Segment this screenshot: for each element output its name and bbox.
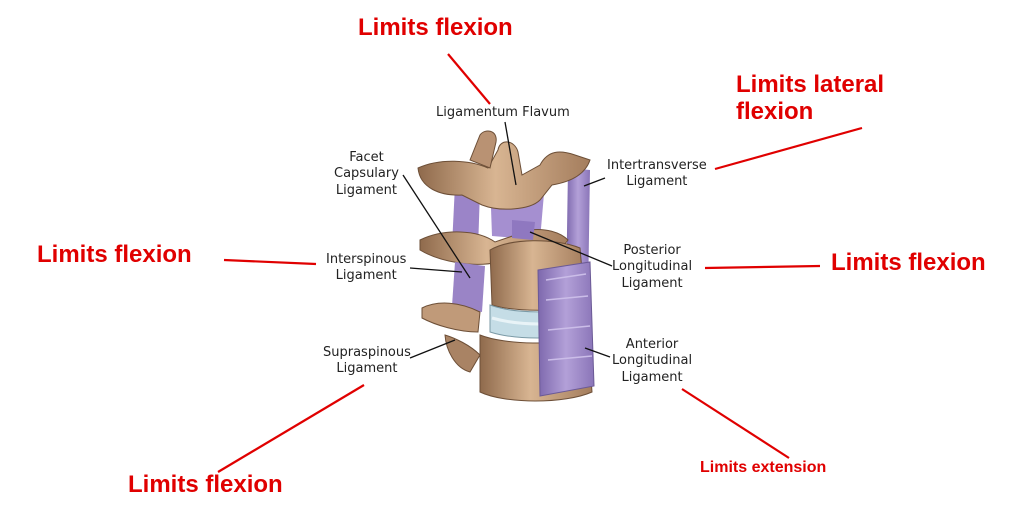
annotation-limits-flexion-bottom-left: Limits flexion: [128, 471, 283, 498]
label-anterior-longitudinal-ligament: Anterior Longitudinal Ligament: [612, 337, 693, 385]
ligament-leader-lines: [402, 121, 613, 359]
annotation-limits-flexion-right: Limits flexion: [831, 249, 986, 276]
label-facet-capsular-ligament: Facet Capsulary Ligament: [334, 150, 399, 198]
label-posterior-longitudinal-ligament: Posterior Longitudinal Ligament: [612, 243, 693, 291]
annotation-line-2: flexion: [736, 97, 814, 125]
vertebrae-illustration: [417, 130, 595, 402]
upper-vertebra: [417, 141, 591, 210]
label-supraspinous-ligament: Supraspinous Ligament: [323, 345, 411, 377]
label-ligamentum-flavum: Ligamentum Flavum: [436, 105, 570, 120]
annotation-limits-extension: Limits extension: [700, 459, 827, 476]
annotation-line-1: Limits lateral: [736, 71, 885, 98]
annotation-limits-flexion-left: Limits flexion: [37, 241, 192, 268]
annotation-limits-lateral-flexion: Limits lateral flexion: [736, 71, 885, 126]
interspinous-ligament-shape: [452, 262, 485, 312]
posterior-longitudinal-ligament-shape: [512, 220, 535, 240]
label-intertransverse-ligament: Intertransverse Ligament: [607, 158, 707, 190]
lower-vertebra-processes: [421, 302, 481, 333]
annotation-pointer-lines: [217, 53, 863, 473]
label-interspinous-ligament: Interspinous Ligament: [326, 252, 407, 284]
annotation-limits-flexion-top: Limits flexion: [358, 14, 513, 41]
